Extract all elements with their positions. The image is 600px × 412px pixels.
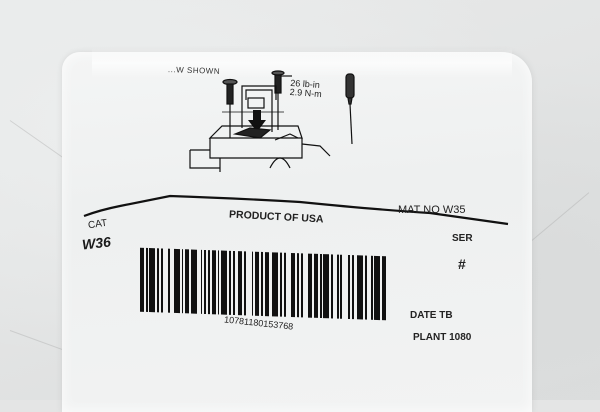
screwdriver-icon (345, 73, 355, 145)
barcode (140, 247, 386, 321)
plant-code: PLANT 1080 (413, 332, 472, 343)
material-number: MAT NO W35 (398, 204, 466, 216)
installation-illustration (189, 70, 355, 172)
bag-seal (92, 48, 512, 78)
plastic-bag (62, 52, 532, 412)
barcode-bar (382, 256, 386, 321)
cat-value: W36 (81, 233, 112, 253)
serial-value: # (458, 256, 466, 272)
breaker-terminal-icon (189, 125, 331, 172)
terminal-screw-icon (222, 70, 292, 138)
label-divider-line (83, 194, 509, 226)
serial-label: SER (452, 233, 473, 244)
date-code: DATE TB (410, 310, 453, 321)
